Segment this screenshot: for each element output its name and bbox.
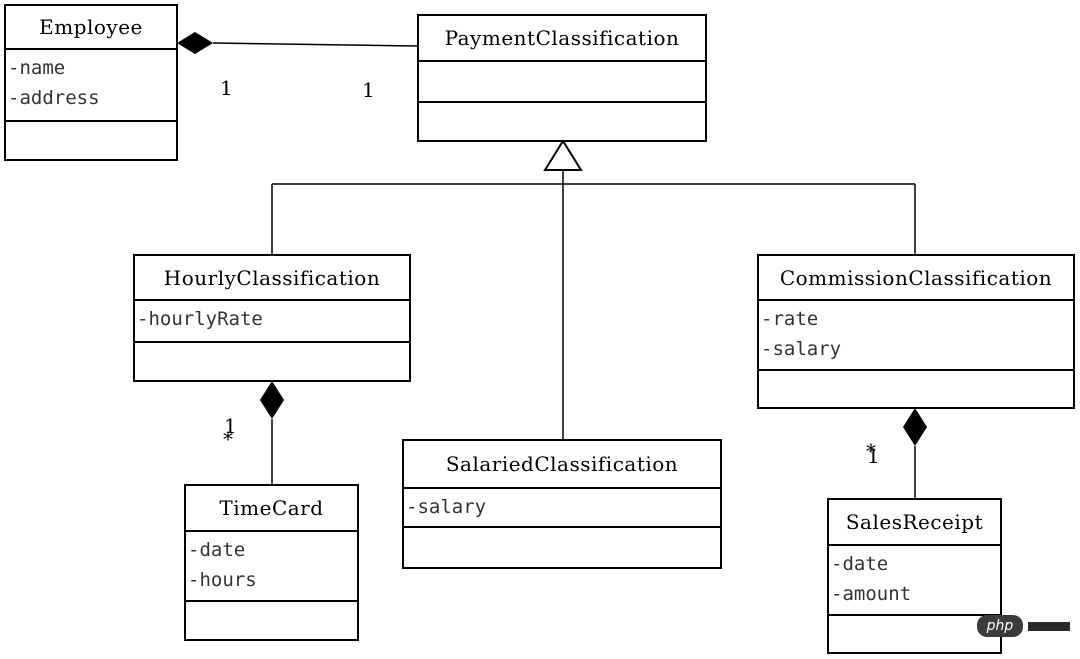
multiplicity-commission-receipt-one: 1 <box>867 444 880 468</box>
composition-diamond-hourly <box>260 381 284 419</box>
multiplicity-employee-end: 1 <box>220 76 233 100</box>
generalization-triangle <box>543 139 583 171</box>
attribute: -salary <box>406 496 487 518</box>
class-commission-classification[interactable]: CommissionClassification -rate -salary <box>757 254 1075 409</box>
attribute: -hourlyRate <box>137 308 263 330</box>
class-name: HourlyClassification <box>135 256 409 301</box>
class-operations <box>6 122 176 159</box>
attribute: -salary <box>761 338 842 360</box>
class-sales-receipt[interactable]: SalesReceipt -date -amount <box>827 498 1002 654</box>
class-operations <box>404 528 720 567</box>
class-name: PaymentClassification <box>419 16 705 62</box>
attribute: -name <box>8 57 66 79</box>
watermark-bar <box>1028 622 1070 631</box>
class-hourly-classification[interactable]: HourlyClassification -hourlyRate <box>133 254 411 382</box>
class-operations <box>186 602 357 639</box>
attribute: -date <box>188 539 246 561</box>
php-watermark-logo: php <box>977 615 1023 637</box>
attribute: -rate <box>761 308 819 330</box>
class-operations <box>759 371 1073 407</box>
attribute: -address <box>8 87 100 109</box>
class-salaried-classification[interactable]: SalariedClassification -salary <box>402 439 722 569</box>
class-payment-classification[interactable]: PaymentClassification <box>417 14 707 142</box>
employee-payment-association <box>212 42 418 47</box>
attribute: -date <box>831 553 889 575</box>
class-name: TimeCard <box>186 486 357 532</box>
multiplicity-commission-receipt-many: * <box>866 439 876 463</box>
class-attributes: -date -amount <box>829 546 1000 616</box>
class-name: SalesReceipt <box>829 500 1000 546</box>
multiplicity-hourly-timecard-one: 1 <box>224 414 237 438</box>
composition-diamond-commission <box>903 408 927 446</box>
multiplicity-payment-end: 1 <box>362 78 375 102</box>
multiplicity-hourly-timecard-many: * <box>223 427 233 451</box>
attribute: -hours <box>188 569 257 591</box>
class-attributes <box>419 62 705 103</box>
composition-diamond-employee <box>177 32 213 54</box>
class-time-card[interactable]: TimeCard -date -hours <box>184 484 359 641</box>
class-attributes: -salary <box>404 489 720 528</box>
class-name: SalariedClassification <box>404 441 720 489</box>
attribute: -amount <box>831 583 912 605</box>
class-employee[interactable]: Employee -name -address <box>4 4 178 161</box>
class-operations <box>829 616 1000 652</box>
class-operations <box>419 103 705 140</box>
class-attributes: -name -address <box>6 50 176 122</box>
class-operations <box>135 343 409 380</box>
class-name: CommissionClassification <box>759 256 1073 301</box>
class-attributes: -rate -salary <box>759 301 1073 371</box>
class-name: Employee <box>6 6 176 50</box>
class-attributes: -hourlyRate <box>135 301 409 343</box>
class-attributes: -date -hours <box>186 532 357 602</box>
